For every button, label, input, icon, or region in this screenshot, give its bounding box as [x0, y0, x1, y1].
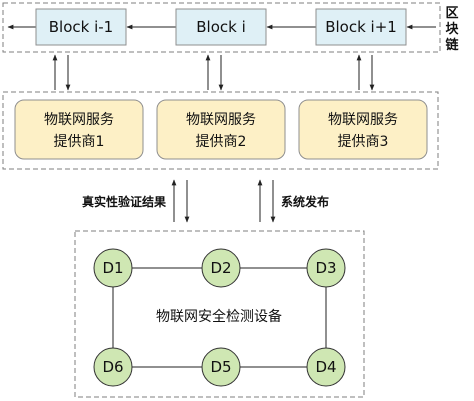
- device-group-label: 物联网安全检测设备: [156, 308, 282, 325]
- block-node: Block i+1: [315, 8, 407, 46]
- device-label: D1: [102, 259, 123, 277]
- device-node: D4: [306, 347, 346, 387]
- device-label: D2: [210, 259, 231, 277]
- provider-node: 物联网服务 提供商2: [156, 99, 286, 160]
- device-node: D6: [93, 347, 133, 387]
- block-label: Block i+1: [325, 18, 397, 36]
- provider-node: 物联网服务 提供商3: [298, 99, 428, 160]
- blockchain-label-char: 区: [445, 6, 458, 21]
- provider-label-line2: 提供商2: [196, 134, 247, 150]
- provider-label-line2: 提供商1: [54, 134, 105, 150]
- provider-label-line2: 提供商3: [338, 134, 389, 150]
- device-node: D2: [201, 248, 241, 288]
- block-label: Block i: [196, 18, 246, 36]
- provider-label-line1: 物联网服务: [328, 112, 398, 128]
- provider-node: 物联网服务 提供商1: [14, 99, 144, 160]
- blockchain-label-char: 链: [444, 37, 459, 53]
- device-node: D5: [201, 347, 241, 387]
- verification-result-label: 真实性验证结果: [82, 194, 166, 209]
- device-label: D3: [315, 259, 336, 277]
- system-release-label: 系统发布: [281, 194, 329, 209]
- device-node: D1: [93, 248, 133, 288]
- device-node: D3: [306, 248, 346, 288]
- devices-frame: [74, 230, 365, 398]
- device-label: D4: [315, 358, 336, 376]
- blockchain-frame: [2, 2, 441, 53]
- provider-label-line1: 物联网服务: [44, 112, 114, 128]
- block-node: Block i: [175, 8, 267, 46]
- providers-frame: [2, 91, 439, 170]
- device-label: D5: [210, 358, 231, 376]
- device-label: D6: [102, 358, 123, 376]
- provider-label-line1: 物联网服务: [186, 112, 256, 128]
- block-node: Block i-1: [35, 8, 127, 46]
- blockchain-label-char: 块: [445, 21, 459, 37]
- block-label: Block i-1: [49, 18, 113, 36]
